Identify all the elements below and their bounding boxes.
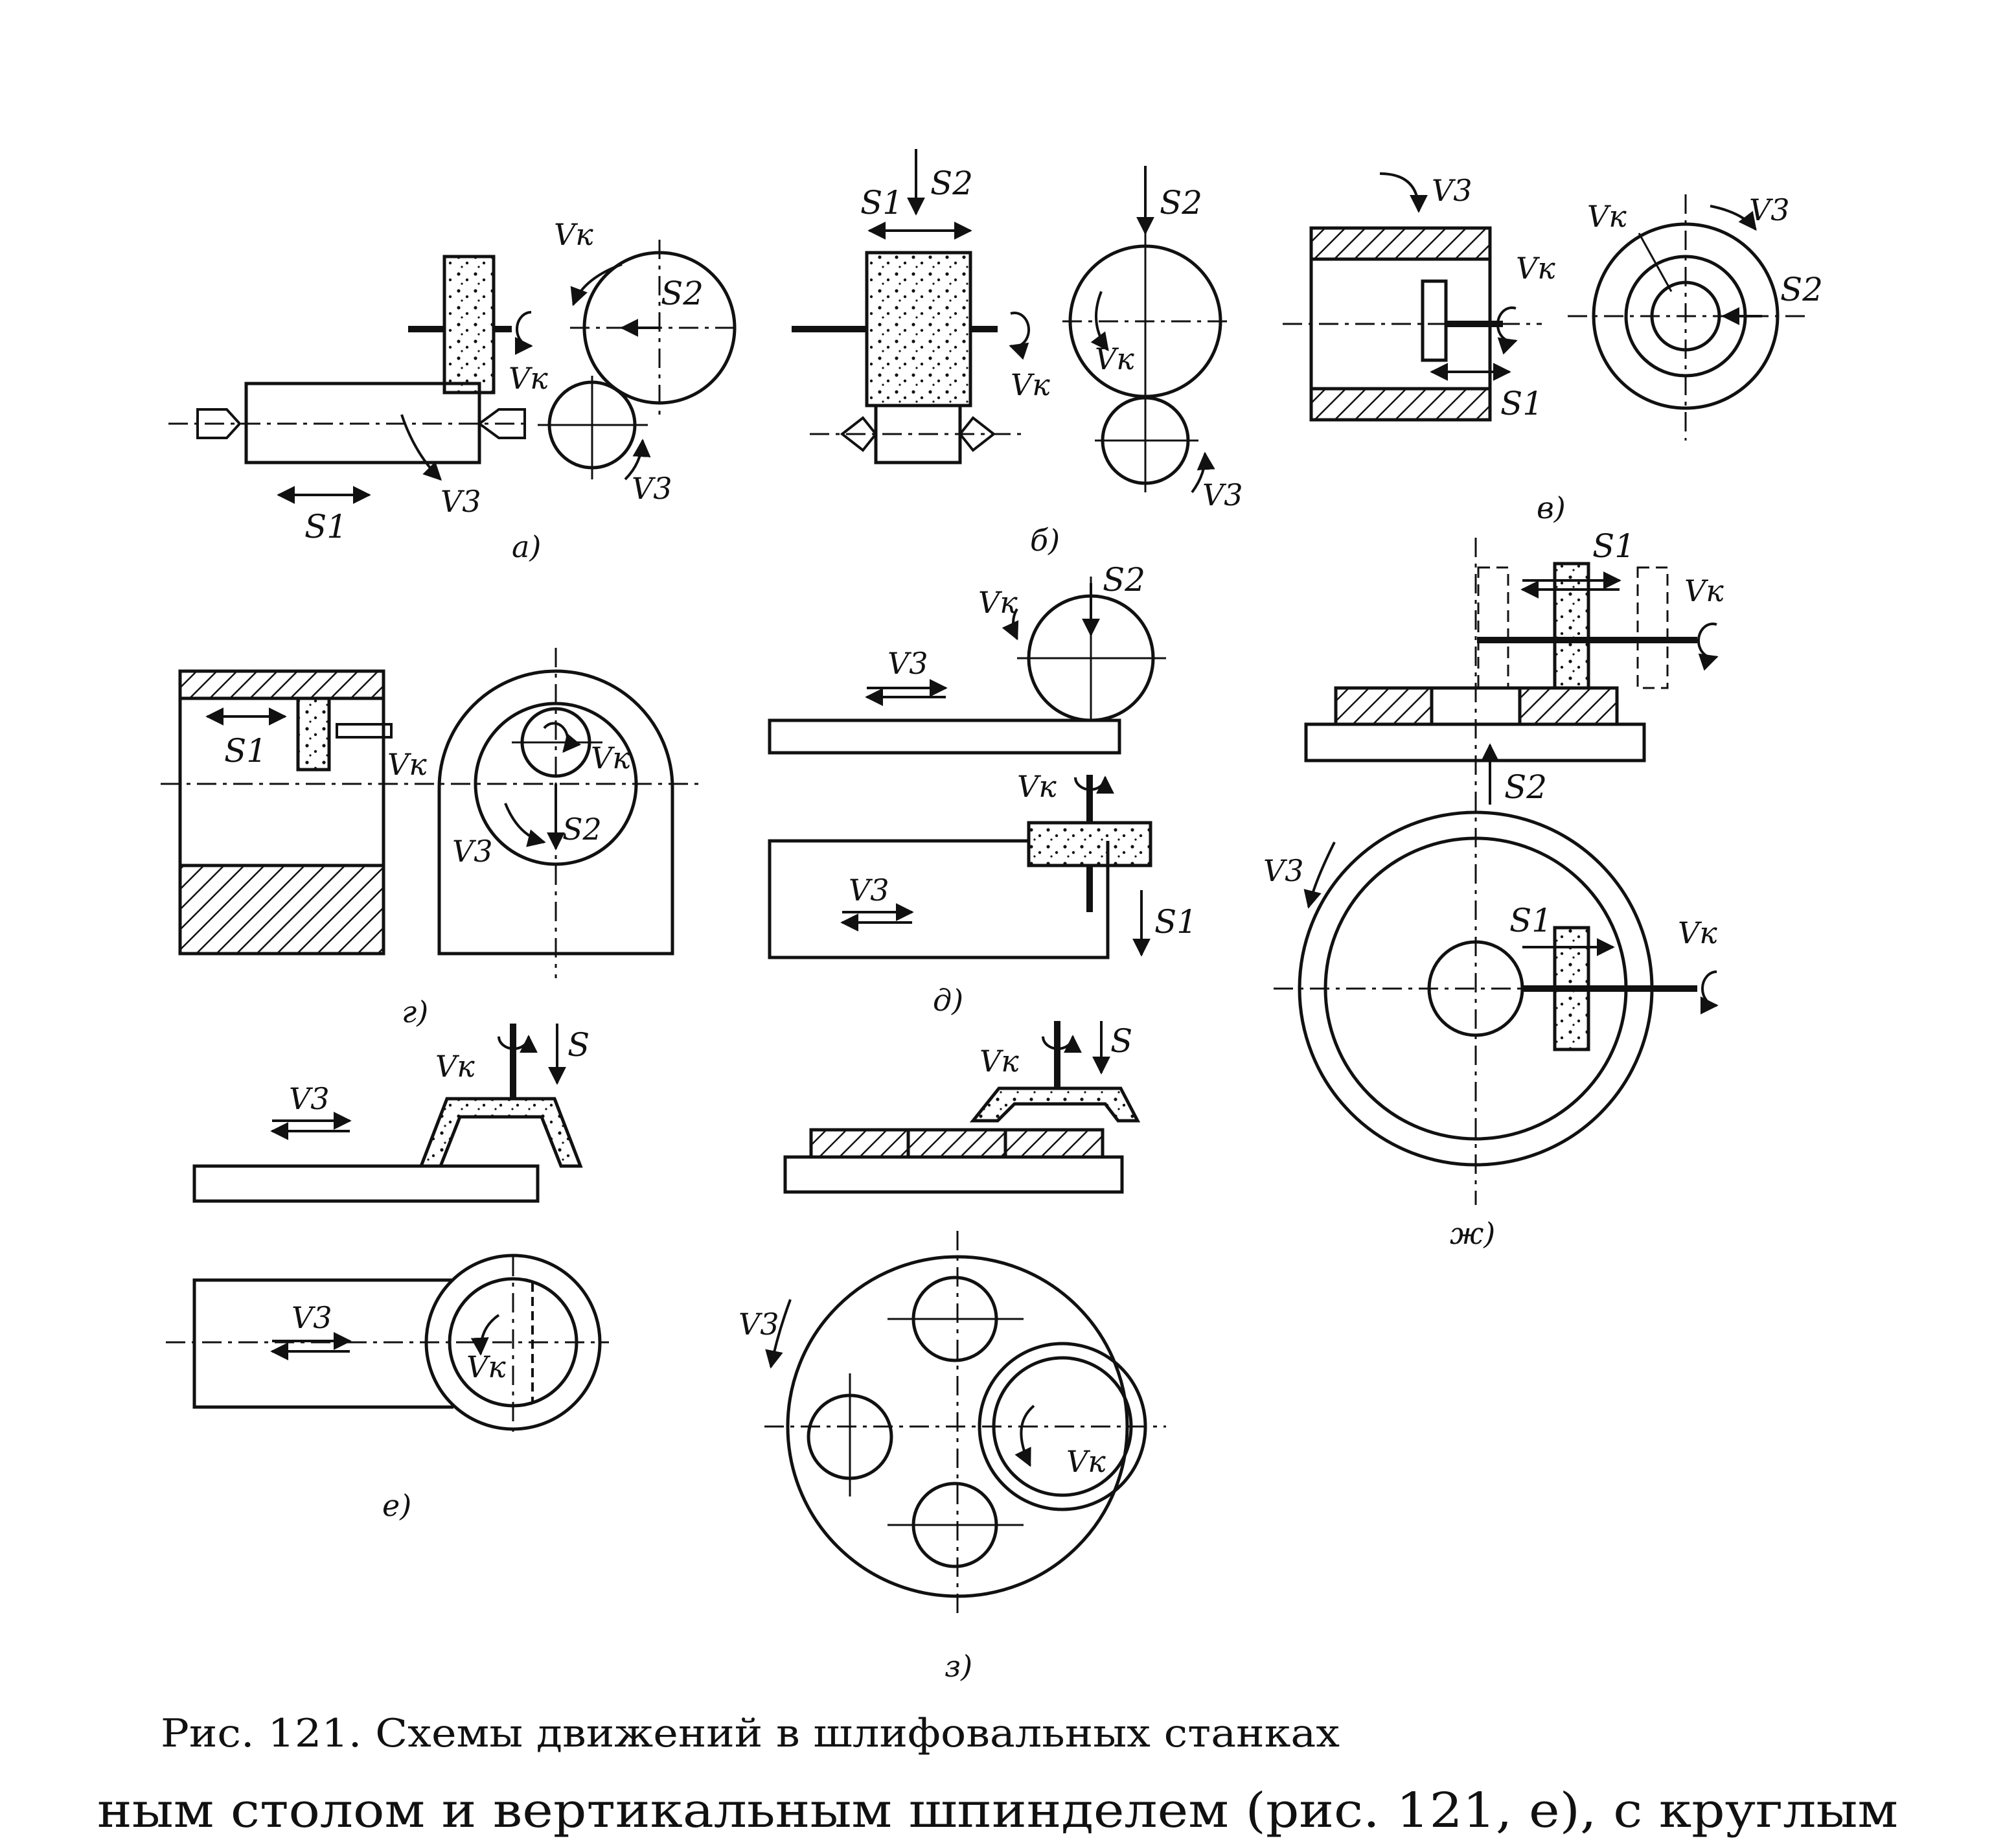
tag-g: г) — [402, 994, 428, 1029]
label-b-s2-top: S2 — [930, 165, 973, 202]
tag-zh: ж) — [1450, 1216, 1495, 1251]
panel-zh: S1 Vк S2 V3 S1 Vк ж) — [1263, 527, 1724, 1251]
label-g-v3: V3 — [452, 834, 493, 869]
label-a-s2: S2 — [661, 275, 704, 312]
label-d-v3-top: V3 — [888, 646, 928, 681]
label-zh-vk-top: Vк — [1684, 573, 1724, 608]
label-zh-s1-top: S1 — [1592, 527, 1635, 565]
tag-b: б) — [1030, 523, 1060, 558]
label-z-s: S — [1110, 1022, 1132, 1060]
label-v-v3-top: V3 — [1432, 173, 1472, 208]
label-v-vk-mid: Vк — [1516, 251, 1555, 286]
label-v-s2: S2 — [1780, 271, 1823, 308]
panel-g: S1 Vк Vк V3 S2 г) — [161, 648, 700, 1029]
label-a-s1: S1 — [304, 508, 347, 545]
label-v-v3-ring: V3 — [1749, 192, 1790, 227]
label-e-v3-bottom: V3 — [292, 1300, 332, 1335]
label-g-vk-left: Vк — [387, 747, 427, 782]
label-v-vk-ring: Vк — [1587, 199, 1627, 234]
panel-v: V3 Vк S1 Vк V3 S2 в) — [1283, 172, 1823, 525]
label-e-vk-top: Vк — [435, 1049, 475, 1084]
body-text-line: ным столом и вертикальным шпинделем (рис… — [97, 1783, 1898, 1839]
label-d-s1: S1 — [1154, 903, 1197, 941]
label-a-vk-top: Vк — [554, 217, 593, 252]
tag-z: з) — [945, 1649, 972, 1684]
label-d-vk-top: Vк — [978, 585, 1018, 620]
label-e-vk-bottom: Vк — [466, 1349, 506, 1384]
label-zh-s1-bottom: S1 — [1509, 902, 1552, 939]
label-d-s2: S2 — [1103, 561, 1145, 599]
label-z-v3: V3 — [739, 1307, 779, 1342]
label-b-s1: S1 — [860, 184, 903, 222]
label-z-vk-circle: Vк — [1066, 1444, 1106, 1479]
label-zh-v3: V3 — [1263, 853, 1304, 888]
panel-a: Vк S2 Vк V3 V3 S1 а) — [168, 217, 739, 564]
label-zh-s2: S2 — [1504, 768, 1547, 806]
label-b-vk-circle: Vк — [1095, 341, 1134, 376]
label-d-v3-bottom: V3 — [849, 873, 889, 908]
panel-z: Vк S V3 Vк з) — [739, 1021, 1166, 1684]
label-e-s: S — [567, 1026, 590, 1064]
label-b-s2-right: S2 — [1160, 184, 1202, 222]
figure-caption: Рис. 121. Схемы движений в шлифовальных … — [161, 1711, 1340, 1756]
label-v-s1: S1 — [1500, 385, 1543, 422]
tag-a: а) — [512, 529, 541, 564]
label-e-v3-top: V3 — [289, 1081, 330, 1116]
label-g-s2: S2 — [562, 812, 602, 847]
label-z-vk-top: Vк — [979, 1044, 1019, 1079]
label-a-vk-mid: Vк — [509, 361, 548, 396]
label-d-vk-bottom: Vк — [1017, 769, 1057, 804]
panel-e: Vк S V3 V3 Vк е) — [166, 1024, 609, 1523]
panel-d: Vк S2 V3 Vк V3 S1 д) — [768, 561, 1197, 1018]
label-zh-vk-bottom: Vк — [1678, 915, 1717, 950]
panel-b: S1 S2 Vк S2 Vк V3 б) — [792, 149, 1243, 558]
label-b-vk-left: Vк — [1011, 367, 1050, 402]
tag-d: д) — [933, 983, 963, 1018]
tag-e: е) — [382, 1488, 411, 1523]
label-g-vk-right: Vк — [591, 740, 630, 775]
label-a-v3-wheel: V3 — [632, 471, 672, 506]
label-a-v3-work: V3 — [441, 484, 481, 519]
label-b-v3: V3 — [1202, 477, 1243, 512]
tag-v: в) — [1537, 490, 1566, 525]
label-g-s1: S1 — [224, 732, 267, 770]
